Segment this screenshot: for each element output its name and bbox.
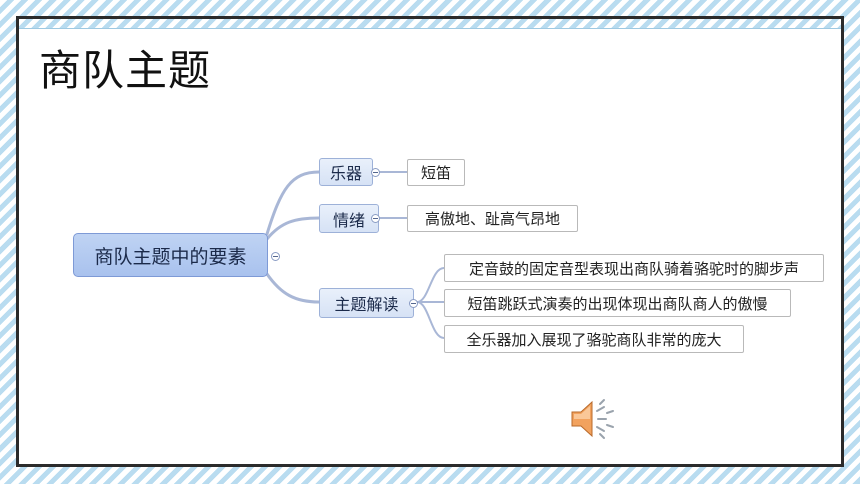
mindmap-root-node[interactable]: 商队主题中的要素 xyxy=(73,233,268,277)
link-root-to-branch-3 xyxy=(265,272,321,304)
slide-top-band xyxy=(19,19,841,29)
leaf-label: 定音鼓的固定音型表现出商队骑着骆驼时的脚步声 xyxy=(468,259,799,278)
link-root-to-branch-2 xyxy=(265,216,321,241)
mindmap-branch-instrument[interactable]: 乐器 xyxy=(319,158,373,186)
mindmap-links xyxy=(265,170,445,339)
slide-title: 商队主题 xyxy=(39,46,212,95)
mindmap-branch-theme[interactable]: 主题解读 xyxy=(319,288,414,318)
leaf-label: 短笛跳跃式演奏的出现体现出商队商人的傲慢 xyxy=(467,294,768,313)
mindmap-root-label: 商队主题中的要素 xyxy=(94,245,247,268)
mindmap-leaf[interactable]: 短笛跳跃式演奏的出现体现出商队商人的傲慢 xyxy=(444,289,791,317)
speaker-icon[interactable] xyxy=(570,397,618,441)
link-branch-3-to-leaf-1 xyxy=(416,267,445,303)
mindmap-leaf[interactable]: 高傲地、趾高气昂地 xyxy=(407,205,578,232)
leaf-label: 高傲地、趾高气昂地 xyxy=(424,210,560,228)
mindmap-leaf[interactable]: 短笛 xyxy=(407,159,465,186)
link-root-to-branch-1 xyxy=(265,170,321,236)
slide-frame: 商队主题 商队主题中的要素 乐器 短笛 情绪 xyxy=(16,16,844,467)
collapse-minus-icon[interactable] xyxy=(271,252,280,261)
branch-label: 主题解读 xyxy=(334,295,399,314)
branch-label: 乐器 xyxy=(329,164,362,183)
mindmap-leaf[interactable]: 全乐器加入展现了骆驼商队非常的庞大 xyxy=(444,325,744,353)
mindmap-leaf[interactable]: 定音鼓的固定音型表现出商队骑着骆驼时的脚步声 xyxy=(444,254,824,282)
link-branch-3-to-leaf-3 xyxy=(416,301,445,339)
leaf-label: 全乐器加入展现了骆驼商队非常的庞大 xyxy=(466,330,722,349)
collapse-minus-icon[interactable] xyxy=(409,299,418,308)
collapse-minus-icon[interactable] xyxy=(371,168,380,177)
branch-label: 情绪 xyxy=(332,210,365,230)
mindmap-branch-mood[interactable]: 情绪 xyxy=(319,204,379,233)
mindmap: 商队主题中的要素 乐器 短笛 情绪 高傲地、趾高气昂地 主题解读 定音鼓的固定音… xyxy=(19,19,847,470)
leaf-label: 短笛 xyxy=(420,164,451,182)
collapse-minus-icon[interactable] xyxy=(371,214,380,223)
